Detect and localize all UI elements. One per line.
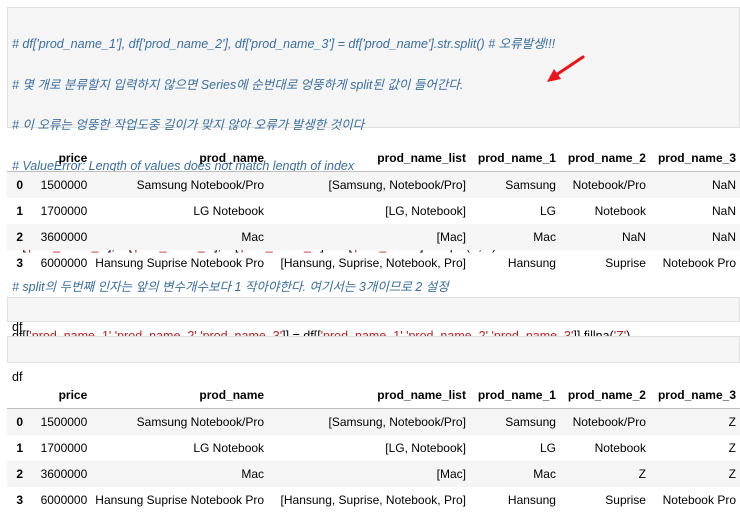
table-cell: Samsung <box>505 178 556 192</box>
table-cell: [Samsung, Notebook/Pro] <box>328 415 466 429</box>
column-header: prod_name <box>91 382 269 409</box>
table-cell: Notebook/Pro <box>572 415 646 429</box>
table-cell: Notebook <box>594 441 646 455</box>
table-cell: Suprise <box>605 493 646 507</box>
table-cell: 1500000 <box>40 415 88 429</box>
code-cell-split[interactable]: # df['prod_name_1'], df['prod_name_2'], … <box>7 7 740 334</box>
table-cell: Z <box>728 467 736 481</box>
table-cell: 1700000 <box>40 441 88 455</box>
table-cell: Hansung Suprise Notebook Pro <box>95 493 265 507</box>
table-cell: [Hansung, Suprise, Notebook, Pro] <box>280 256 466 270</box>
column-header: prod_name_list <box>268 382 470 409</box>
column-header: prod_name_3 <box>649 145 740 172</box>
table-cell: Z <box>728 441 736 455</box>
table-cell: Hansung <box>507 493 556 507</box>
table-cell: LG Notebook <box>193 441 265 455</box>
table-header-row: price prod_name prod_name_list prod_name… <box>7 145 740 172</box>
table-row: 3 6000000 Hansung Suprise Notebook Pro [… <box>7 250 740 276</box>
code-comment: # 이 오류는 엉뚱한 작업도중 길이가 맞지 않아 오류가 발생한 것이다 <box>12 118 365 132</box>
table-row: 1 1700000 LG Notebook [LG, Notebook] LG … <box>7 435 740 461</box>
table-cell: Notebook Pro <box>662 493 736 507</box>
column-header: prod_name_1 <box>469 145 560 172</box>
table-cell: [Hansung, Suprise, Notebook, Pro] <box>280 493 466 507</box>
column-header <box>7 145 33 172</box>
table-cell: Mac <box>241 467 265 481</box>
row-index: 0 <box>16 415 24 429</box>
table-cell: Hansung Suprise Notebook Pro <box>95 256 265 270</box>
table-cell: Samsung Notebook/Pro <box>136 178 265 192</box>
red-arrow-icon <box>547 55 585 82</box>
row-index: 3 <box>16 493 24 507</box>
code-line-df: df <box>12 370 23 384</box>
column-header: price <box>32 382 92 409</box>
code-line-df: df <box>12 320 23 334</box>
table-cell: Notebook Pro <box>662 256 736 270</box>
column-header: prod_name <box>91 145 269 172</box>
table-cell: NaN <box>621 230 646 244</box>
table-cell: LG <box>539 441 556 455</box>
code-cell-fillna[interactable]: df[['prod_name_1','prod_name_2','prod_na… <box>7 297 740 343</box>
table-cell: NaN <box>711 204 736 218</box>
table-cell: Mac <box>533 467 556 481</box>
column-header: prod_name_3 <box>649 382 740 409</box>
table-cell: Z <box>638 467 646 481</box>
code-comment: # df['prod_name_1'], df['prod_name_2'], … <box>12 37 556 51</box>
row-index: 1 <box>16 204 24 218</box>
code-comment: # split의 두번째 인자는 앞의 변수개수보다 1 작아야한다. 여기서는… <box>12 279 449 294</box>
table-row: 1 1700000 LG Notebook [LG, Notebook] LG … <box>7 198 740 224</box>
table-cell: [Mac] <box>436 230 466 244</box>
table-cell: Z <box>728 415 736 429</box>
table-cell: Mac <box>241 230 265 244</box>
code-comment: # 몇 개로 분류할지 입력하지 않으면 Series에 순번대로 엉뚱하게 s… <box>12 77 464 92</box>
code-cell-df[interactable]: df <box>7 336 740 384</box>
table-cell: LG <box>539 204 556 218</box>
column-header <box>7 382 33 409</box>
table-cell: NaN <box>711 178 736 192</box>
row-index: 2 <box>16 467 24 481</box>
table-row: 0 1500000 Samsung Notebook/Pro [Samsung,… <box>7 171 740 198</box>
column-header: prod_name_1 <box>469 382 560 409</box>
table-row: 2 3600000 Mac [Mac] Mac NaN NaN <box>7 224 740 250</box>
table-row: 3 6000000 Hansung Suprise Notebook Pro [… <box>7 487 740 513</box>
table-cell: [LG, Notebook] <box>385 441 466 455</box>
table-cell: 6000000 <box>40 256 88 270</box>
table-row: 2 3600000 Mac [Mac] Mac Z Z <box>7 461 740 487</box>
dataframe-output-2: price prod_name prod_name_list prod_name… <box>7 382 740 513</box>
row-index: 1 <box>16 441 24 455</box>
table-cell: 6000000 <box>40 493 88 507</box>
table-cell: 1500000 <box>40 178 88 192</box>
table-cell: LG Notebook <box>193 204 265 218</box>
table-cell: [Samsung, Notebook/Pro] <box>328 178 466 192</box>
column-header: prod_name_list <box>268 145 470 172</box>
table-cell: Samsung <box>505 415 556 429</box>
table-row: 0 1500000 Samsung Notebook/Pro [Samsung,… <box>7 408 740 435</box>
table-header-row: price prod_name prod_name_list prod_name… <box>7 382 740 409</box>
dataframe-output-1: price prod_name prod_name_list prod_name… <box>7 145 740 276</box>
table-cell: Suprise <box>605 256 646 270</box>
table-cell: [LG, Notebook] <box>385 204 466 218</box>
table-cell: Hansung <box>507 256 556 270</box>
column-header: price <box>32 145 92 172</box>
table-cell: 3600000 <box>40 230 88 244</box>
table-cell: Samsung Notebook/Pro <box>136 415 265 429</box>
table-cell: Notebook <box>594 204 646 218</box>
column-header: prod_name_2 <box>559 145 650 172</box>
table-cell: [Mac] <box>436 467 466 481</box>
table-cell: NaN <box>711 230 736 244</box>
row-index: 3 <box>16 256 24 270</box>
row-index: 2 <box>16 230 24 244</box>
table-cell: 3600000 <box>40 467 88 481</box>
table-cell: Mac <box>533 230 556 244</box>
column-header: prod_name_2 <box>559 382 650 409</box>
table-cell: 1700000 <box>40 204 88 218</box>
table-cell: Notebook/Pro <box>572 178 646 192</box>
code-line-split: df['prod_name_1'], df['prod_name_2'], df… <box>12 239 514 253</box>
row-index: 0 <box>16 178 24 192</box>
